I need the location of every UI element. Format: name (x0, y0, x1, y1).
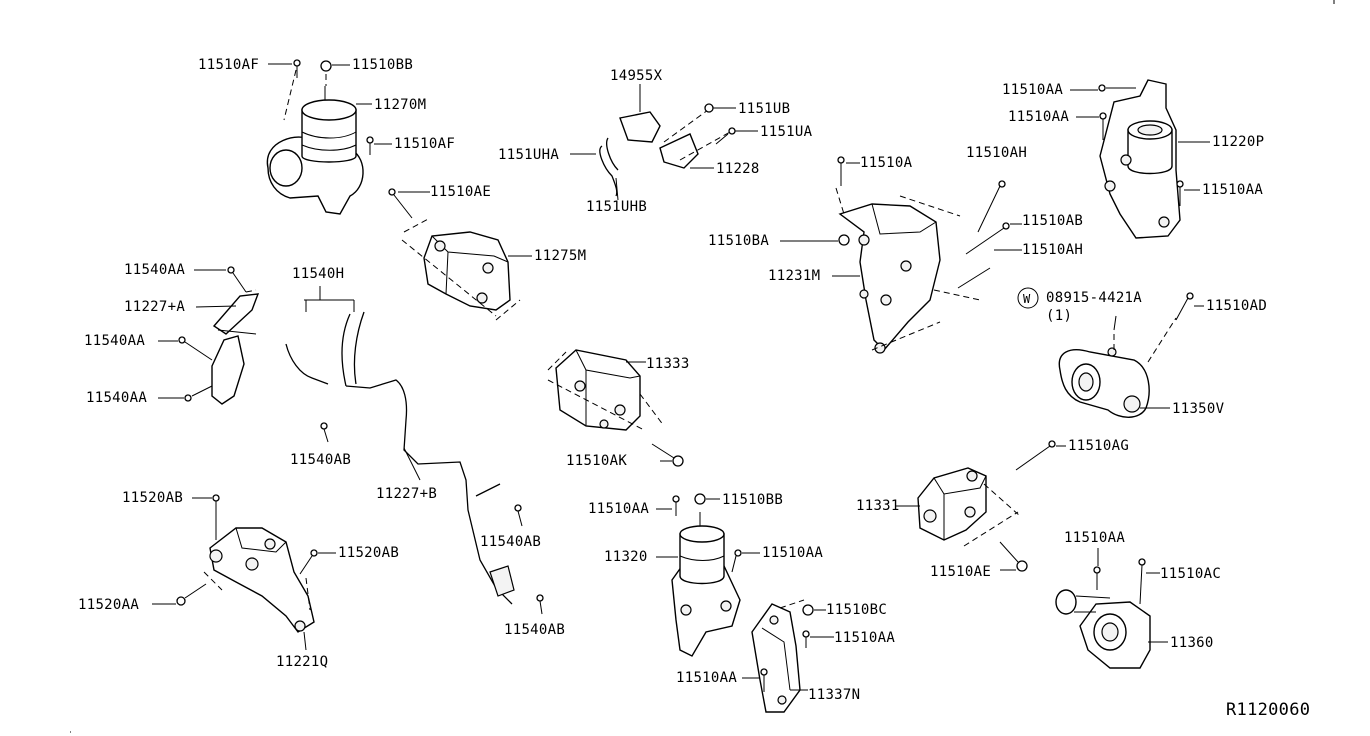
label-11510bb-c: 11510BB (722, 492, 784, 508)
label-11320: 11320 (604, 549, 648, 565)
label-11228: 11228 (716, 161, 760, 177)
label-11510af-top: 11510AF (198, 57, 260, 73)
label-11510ag: 11510AG (1068, 438, 1130, 454)
label-11510bb-top: 11510BB (352, 57, 414, 73)
reference-code: R1120060 (1226, 700, 1311, 720)
label-11510aa-c2: 11510AA (762, 545, 824, 561)
label-11520aa: 11520AA (78, 597, 140, 613)
label-1151ua: 1151UA (760, 124, 813, 140)
label-11221q: 11221Q (276, 654, 329, 670)
hose-11540h (285, 286, 544, 615)
label-14955x: 14955X (610, 68, 663, 84)
label-11220p: 11220P (1212, 134, 1265, 150)
bracket-11337n (742, 599, 834, 713)
label-11331: 11331 (856, 498, 900, 514)
w-symbol: W (1023, 292, 1031, 306)
label-11350v: 11350V (1172, 401, 1225, 417)
label-11337n: 11337N (808, 687, 861, 703)
label-11520ab-2: 11520AB (338, 545, 400, 561)
label-11510ba: 11510BA (708, 233, 770, 249)
label-11510ab: 11510AB (1022, 213, 1084, 229)
bracket-11275m (388, 188, 532, 321)
label-11510ah-top: 11510AH (966, 145, 1028, 161)
label-08915-qty: (1) (1046, 308, 1073, 324)
label-11275m: 11275M (534, 248, 587, 264)
label-11227a: 11227+A (124, 299, 186, 315)
engine-mount-11270m (266, 59, 392, 215)
label-1151ub: 1151UB (738, 101, 791, 117)
label-11333: 11333 (646, 356, 690, 372)
label-11510aa-r2: 11510AA (1008, 109, 1070, 125)
bracket-11231m (780, 156, 1022, 354)
bracket-14955x-group (570, 84, 758, 201)
mount-11320 (656, 493, 760, 657)
label-11360: 11360 (1170, 635, 1214, 651)
label-11510aa-c3: 11510AA (834, 630, 896, 646)
label-11231m: 11231M (768, 268, 821, 284)
label-11540ab-1: 11540AB (290, 452, 352, 468)
bracket-11227a (158, 266, 260, 405)
label-11510af-mid: 11510AF (394, 136, 456, 152)
label-11510a: 11510A (860, 155, 913, 171)
label-11540aa-1: 11540AA (124, 262, 186, 278)
bracket-11333 (547, 349, 684, 467)
label-1151uhb: 1151UHB (586, 199, 648, 215)
label-11510ae-top: 11510AE (430, 184, 492, 200)
label-11510aa-r3: 11510AA (1202, 182, 1264, 198)
bracket-11221q (152, 494, 336, 651)
label-11510ac: 11510AC (1160, 566, 1222, 582)
label-11510ak: 11510AK (566, 453, 628, 469)
label-11510bc: 11510BC (826, 602, 888, 618)
label-11510ah-mid: 11510AH (1022, 242, 1084, 258)
label-11270m: 11270M (374, 97, 427, 113)
label-11510aa-c1: 11510AA (588, 501, 650, 517)
label-11540h: 11540H (292, 266, 345, 282)
label-11510aa-br: 11510AA (1064, 530, 1126, 546)
label-11227b: 11227+B (376, 486, 438, 502)
label-11540aa-2: 11540AA (84, 333, 146, 349)
bracket-11331 (896, 440, 1066, 572)
mount-11350v (1017, 287, 1204, 418)
label-11540ab-2: 11540AB (480, 534, 542, 550)
label-08915-4421a: 08915-4421A (1046, 290, 1143, 306)
label-11510ad: 11510AD (1206, 298, 1268, 314)
mount-11220p (1070, 79, 1210, 239)
label-11510ae-bot: 11510AE (930, 564, 992, 580)
label-1151uha: 1151UHA (498, 147, 560, 163)
label-11520ab-1: 11520AB (122, 490, 184, 506)
label-11540aa-3: 11540AA (86, 390, 148, 406)
label-11540ab-3: 11540AB (504, 622, 566, 638)
mount-11360 (1055, 548, 1168, 669)
label-11510aa-c4: 11510AA (676, 670, 738, 686)
label-11510aa-r1: 11510AA (1002, 82, 1064, 98)
